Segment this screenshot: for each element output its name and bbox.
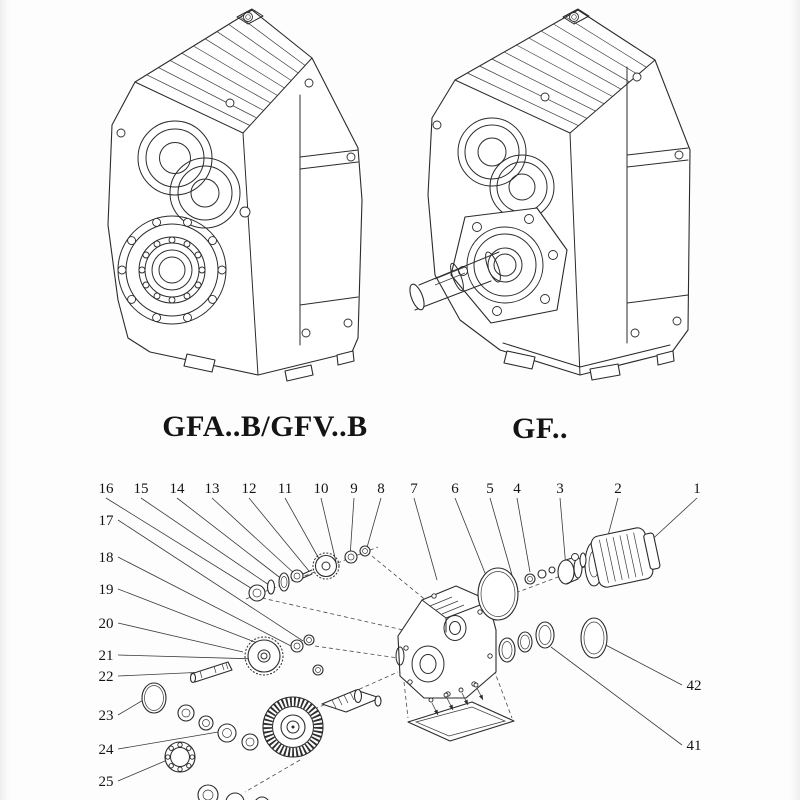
ball-bearing [164, 741, 196, 773]
mounting-feet [183, 350, 355, 382]
base-plate [407, 682, 515, 742]
figure-label-gfab: GFA..B/GFV..B [162, 410, 368, 443]
bottom-cutoff-parts [197, 784, 269, 800]
small-fasteners [524, 566, 556, 585]
side-panel-details [432, 72, 689, 368]
callout-3: 3 [556, 481, 564, 497]
callout-8: 8 [377, 481, 385, 497]
lifting-eye-boss [562, 8, 590, 25]
housing-body [107, 9, 363, 376]
figure-label-gf: GF.. [512, 412, 568, 445]
output-flange-with-bearing [117, 215, 227, 325]
callout-18: 18 [99, 550, 114, 566]
callout-41: 41 [687, 738, 702, 754]
callout-21: 21 [99, 648, 114, 664]
callout-22: 22 [99, 669, 114, 685]
pinion-shaft [189, 661, 233, 684]
input-bearing-bores [137, 120, 241, 229]
callout-15: 15 [134, 481, 149, 497]
callout-11: 11 [278, 481, 292, 497]
callout-2: 2 [614, 481, 622, 497]
line-drawing-gf-gearbox [409, 8, 691, 381]
callout-1: 1 [693, 481, 701, 497]
callout-16: 16 [99, 481, 115, 497]
callout-14: 14 [170, 481, 186, 497]
lifting-eye-boss [236, 8, 264, 25]
cooling-fins [146, 16, 306, 126]
washers-and-retainers [177, 704, 259, 751]
exploded-parts-diagram: 16 15 14 13 12 11 10 9 8 7 6 5 4 3 2 1 1… [99, 481, 702, 800]
mounting-feet [503, 350, 675, 381]
gear-housing [395, 585, 497, 699]
callout-7: 7 [410, 481, 418, 497]
callout-25: 25 [99, 774, 114, 790]
callout-12: 12 [242, 481, 257, 497]
callout-24: 24 [99, 742, 115, 758]
callout-23: 23 [99, 708, 114, 724]
leader-lines [105, 497, 698, 782]
intermediate-gear [244, 634, 315, 676]
callout-20: 20 [99, 616, 114, 632]
seal-ring [141, 682, 167, 714]
callout-numbers: 16 15 14 13 12 11 10 9 8 7 6 5 4 3 2 1 1… [99, 481, 702, 790]
output-shaft-assembly [312, 664, 382, 713]
callout-4: 4 [513, 481, 521, 497]
output-shaft [409, 251, 501, 311]
output-side-rings [498, 617, 608, 663]
callout-17: 17 [99, 513, 115, 529]
input-cover-gasket [477, 567, 519, 621]
callout-5: 5 [486, 481, 494, 497]
motor-unit [571, 527, 661, 588]
input-shaft-parts [248, 545, 371, 602]
line-drawing-gfab-gearbox [107, 8, 363, 382]
callout-42: 42 [687, 678, 702, 694]
callout-10: 10 [314, 481, 329, 497]
callout-19: 19 [99, 582, 114, 598]
side-panel-details [116, 78, 359, 338]
main-output-gear [262, 696, 324, 758]
cooling-fins [467, 16, 647, 127]
callout-13: 13 [205, 481, 220, 497]
input-coupling [557, 555, 583, 585]
callout-9: 9 [350, 481, 358, 497]
housing-body [427, 9, 691, 376]
callout-6: 6 [451, 481, 459, 497]
